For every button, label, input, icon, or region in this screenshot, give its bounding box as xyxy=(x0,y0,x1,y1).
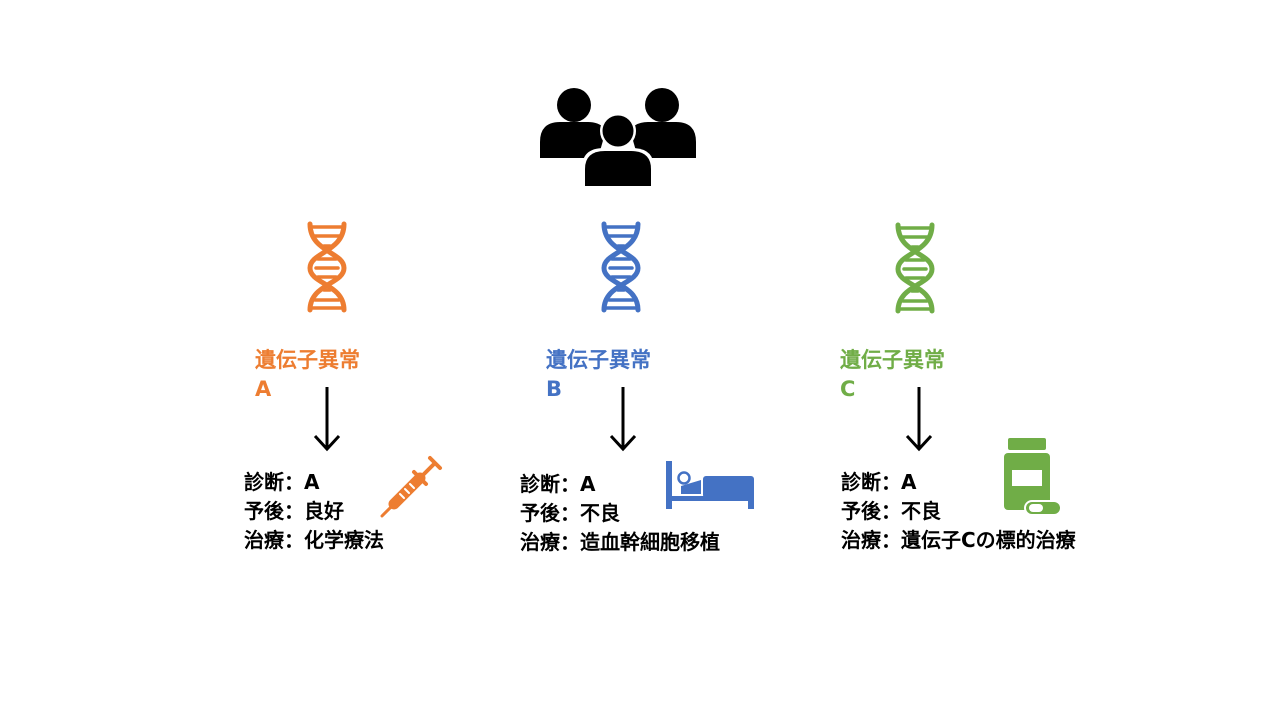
diagnosis-text: 診断：A xyxy=(520,472,596,496)
medicine-bottle-icon xyxy=(1004,438,1062,516)
treatment-text: 治療：遺伝子Cの標的治療 xyxy=(841,528,1076,552)
arrow-down-icon xyxy=(609,387,637,452)
people-group-icon xyxy=(540,88,696,186)
branch-label-line1: 遺伝子異常 xyxy=(255,348,360,372)
dna-icon xyxy=(307,221,347,313)
branch-label-a: 遺伝子異常 A xyxy=(255,346,360,404)
prognosis-text: 予後：良好 xyxy=(244,499,344,523)
info-block-a: 診断：A 予後：良好 治療：化学療法 xyxy=(244,468,384,555)
arrow-down-icon xyxy=(313,387,341,452)
syringe-icon xyxy=(380,456,442,518)
arrow-down-icon xyxy=(905,387,933,452)
branch-label-line1: 遺伝子異常 xyxy=(840,348,945,372)
prognosis-text: 予後：不良 xyxy=(841,499,941,523)
prognosis-text: 予後：不良 xyxy=(520,501,620,525)
branch-label-b: 遺伝子異常 B xyxy=(546,346,651,404)
dna-icon xyxy=(895,222,935,314)
diagnosis-text: 診断：A xyxy=(841,470,917,494)
treatment-text: 治療：造血幹細胞移植 xyxy=(520,530,720,554)
branch-label-line2: B xyxy=(546,377,563,401)
dna-icon xyxy=(601,221,641,313)
branch-label-line2: A xyxy=(255,377,272,401)
branch-label-line1: 遺伝子異常 xyxy=(546,348,651,372)
info-block-c: 診断：A 予後：不良 治療：遺伝子Cの標的治療 xyxy=(841,468,1076,555)
hospital-bed-icon xyxy=(666,461,754,509)
branch-label-c: 遺伝子異常 C xyxy=(840,346,945,404)
info-block-b: 診断：A 予後：不良 治療：造血幹細胞移植 xyxy=(520,470,720,557)
branch-label-line2: C xyxy=(840,377,856,401)
diagnosis-text: 診断：A xyxy=(244,470,320,494)
treatment-text: 治療：化学療法 xyxy=(244,528,384,552)
